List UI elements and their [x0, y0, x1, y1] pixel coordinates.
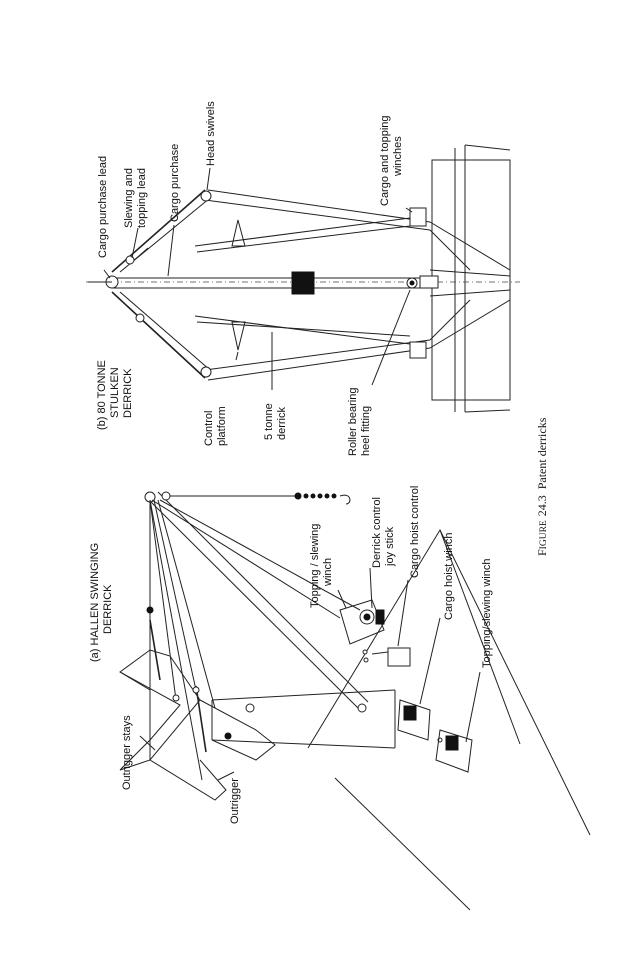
label-cargo-hoist-control: Cargo hoist control [409, 486, 421, 578]
hallen-derrick-drawing [119, 491, 591, 911]
stulken-winch-lower [409, 341, 427, 359]
label-five-tonne-line2: derrick [276, 406, 288, 440]
stulken-hull [431, 144, 511, 413]
stulken-mast [112, 269, 511, 297]
caption-smallcaps: IGURE [539, 520, 549, 549]
stulken-winch-upper [409, 207, 427, 227]
caption-prefix: F [535, 549, 549, 556]
stulken-upper-leg [204, 189, 511, 271]
label-five-tonne-line1: 5 tonne [263, 403, 275, 440]
label-outrigger-stays: Outrigger stays [121, 715, 133, 790]
label-slewing-topping-line2: topping lead [136, 168, 148, 228]
hallen-rigging [146, 499, 361, 781]
label-derrick-control-line1: Derrick control [371, 497, 383, 568]
label-control-platform-line2: platform [216, 406, 228, 446]
label-roller-bearing-line1: Roller bearing [347, 388, 359, 456]
label-cargo-topping-winches-line1: Cargo and topping [379, 115, 391, 206]
stulken-mast-band [291, 271, 315, 295]
label-roller-bearing-line2: heel fitting [360, 406, 372, 456]
label-head-swivels: Head swivels [205, 101, 217, 166]
label-topping-slewing-line1: Topping / slewing [309, 524, 321, 608]
label-topping-slewing-winch-lower: Topping/slewing winch [481, 559, 493, 668]
leader-cargo-purchase-lead [103, 269, 111, 279]
label-cargo-purchase: Cargo purchase [169, 144, 181, 222]
stulken-title-line3: DERRICK [122, 368, 134, 418]
label-control-platform-line1: Control [203, 411, 215, 446]
caption-title: Patent derricks [535, 417, 549, 489]
label-cargo-purchase-lead: Cargo purchase lead [97, 156, 109, 258]
stulken-derrick-drawing [86, 144, 520, 413]
hallen-hook-chain [161, 491, 351, 505]
hallen-title-line1: (a) HALLEN SWINGING [89, 543, 101, 662]
control-platform-upper [231, 219, 246, 247]
hallen-topping-winch [339, 599, 385, 645]
five-tonne-derrick-upper [194, 217, 411, 247]
stulken-derrick-head [88, 189, 212, 379]
five-tonne-derrick-lower [194, 315, 411, 345]
hallen-title-line2: DERRICK [102, 584, 114, 634]
lower-topping-slewing-winch [435, 729, 473, 773]
label-outrigger: Outrigger [229, 778, 241, 824]
stulken-title-line2: STULKEN [109, 367, 121, 418]
control-platform-lower [231, 321, 246, 351]
label-cargo-hoist-winch: Cargo hoist winch [443, 533, 455, 620]
label-slewing-topping-line1: Slewing and [123, 168, 135, 228]
cargo-hoist-winch [397, 699, 443, 743]
leader-outrigger-stays [139, 735, 156, 751]
figure-caption: FIGURE 24.3 Patent derricks [535, 417, 549, 556]
label-cargo-topping-winches-line2: winches [392, 136, 404, 177]
hallen-mast [211, 689, 396, 749]
label-topping-slewing-line2: winch [322, 558, 334, 587]
hallen-boom [144, 491, 369, 713]
cargo-hoist-control-box [362, 647, 411, 667]
stulken-lower-leg [204, 299, 511, 381]
hallen-outriggers [119, 649, 276, 801]
label-derrick-control-line2: joy stick [384, 526, 396, 567]
stulken-title-line1: (b) 80 TONNE [96, 360, 108, 430]
caption-number: 24.3 [535, 495, 549, 516]
